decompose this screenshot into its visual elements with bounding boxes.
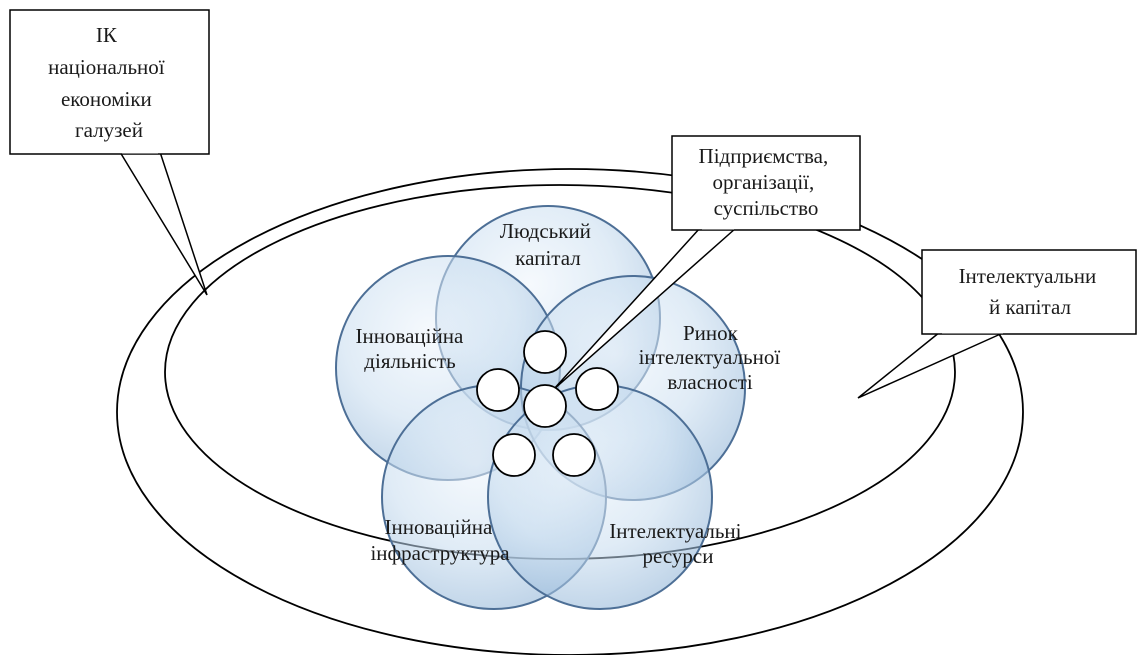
label-innovation-activity: Інноваційна діяльність — [355, 324, 468, 373]
label-intellectual-resources: Інтелектуальні ресурси — [609, 519, 746, 568]
petal-group — [335, 205, 746, 610]
callout-intellectual-capital-box — [921, 249, 1137, 335]
callout-intellectual-capital-text: Інтелектуальни й капітал — [959, 264, 1102, 319]
node-circle — [523, 330, 567, 374]
node-circle — [476, 368, 520, 412]
callout-intellectual-capital-pointer — [857, 331, 1006, 399]
node-circle — [523, 384, 567, 428]
callout-intellectual-capital: Інтелектуальни й капітал — [857, 249, 1137, 399]
callout-enterprises: Підприємства, організації, суспільство — [552, 135, 861, 391]
petal-intellectual-resources — [487, 384, 713, 610]
callout-enterprises-text: Підприємства, організації, суспільство — [699, 144, 834, 220]
label-human-capital: Людський капітал — [500, 219, 596, 270]
node-circle — [552, 433, 596, 477]
callout-ik-sectors: ІК національної економіки галузей — [9, 9, 210, 296]
node-circle — [492, 433, 536, 477]
outer-ellipse — [116, 168, 1024, 655]
callout-ik-sectors-text: ІК національної економіки галузей — [48, 23, 170, 142]
callout-ik-sectors-box — [9, 9, 210, 155]
label-ip-market: Ринок інтелектуальної власності — [639, 321, 786, 394]
callout-enterprises-box — [671, 135, 861, 231]
node-group — [476, 330, 619, 477]
node-circle — [575, 367, 619, 411]
label-innovation-infrastructure: Інноваційна інфраструктура — [370, 515, 510, 565]
callout-ik-sectors-pointer — [119, 151, 208, 296]
